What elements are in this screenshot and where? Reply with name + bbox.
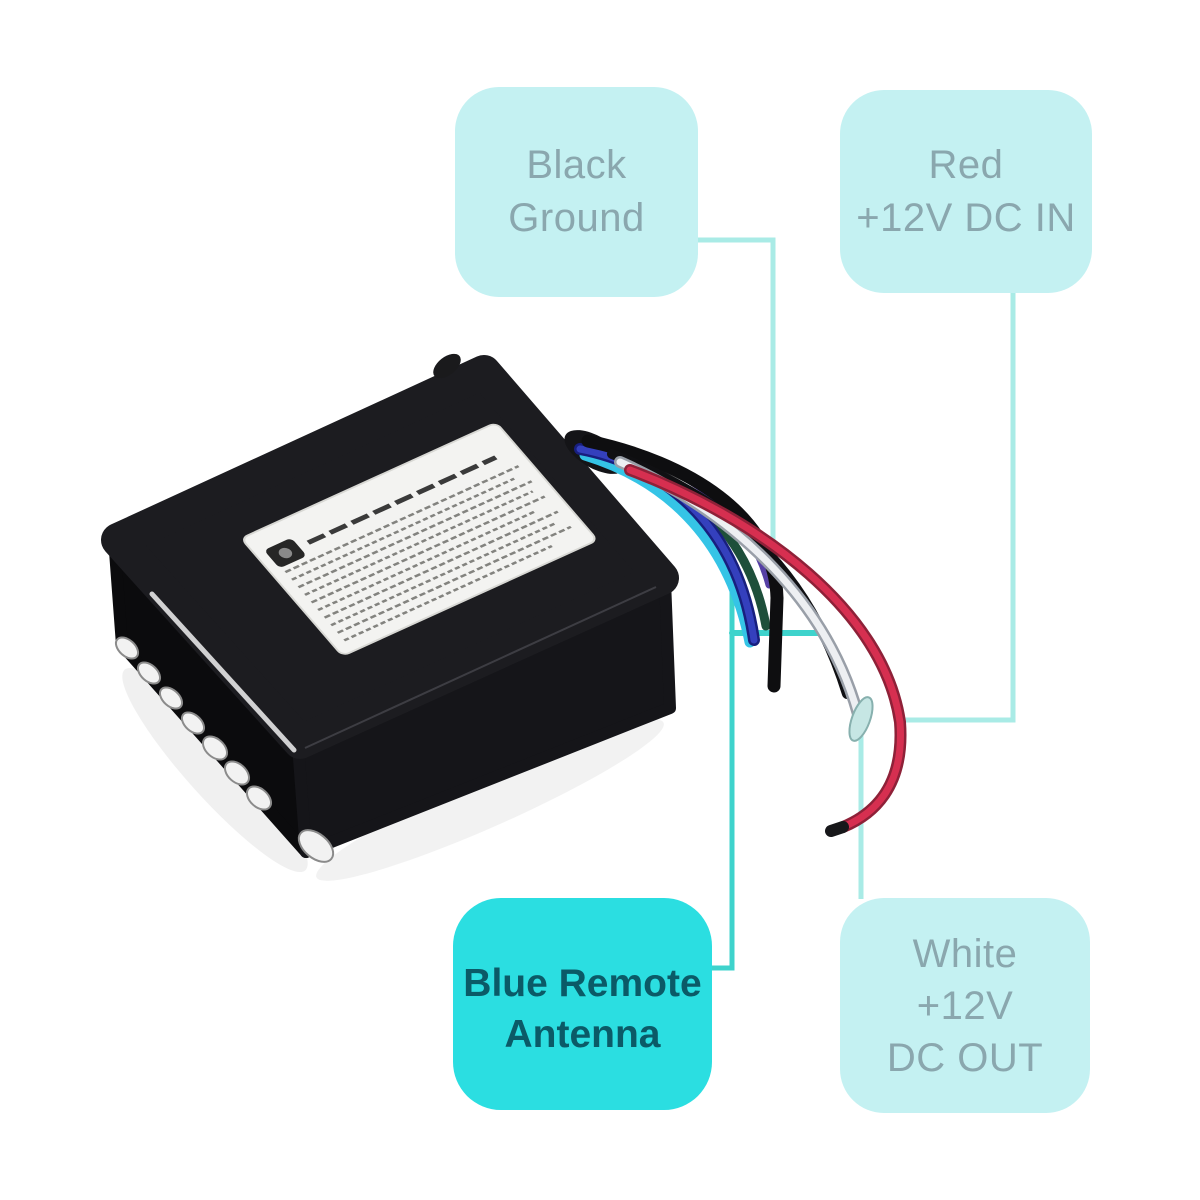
- sticker-heading-line: [306, 455, 498, 545]
- sticker-text-line: [284, 465, 520, 574]
- sticker-fine-print: [284, 465, 572, 642]
- wire-red-dc-in: [626, 466, 904, 831]
- wire-red-tip: [825, 821, 849, 837]
- sticker-text-line: [336, 525, 572, 634]
- terminal-pin: [201, 735, 229, 761]
- callout-blue-remote-antenna: Blue Remote Antenna: [453, 898, 712, 1110]
- sticker-text-line: [330, 521, 558, 627]
- callout-black-ground-line1: Black: [526, 143, 627, 187]
- callout-white-dc-out-line2: +12V: [916, 983, 1014, 1028]
- callout-white-dc-out-line1: White: [912, 931, 1018, 976]
- terminal-pin: [180, 711, 206, 735]
- terminal-strip: [114, 636, 335, 863]
- device-label-sticker: [243, 423, 596, 655]
- sticker-text-line: [343, 545, 553, 642]
- device-shadow-left: [122, 667, 308, 873]
- wire-black-ground: [581, 434, 784, 693]
- device-module: [101, 353, 679, 881]
- device-edge-highlight: [149, 591, 297, 753]
- terminal-pin: [136, 661, 162, 685]
- sticker-text-line: [323, 510, 559, 619]
- terminal-pin: [114, 636, 140, 660]
- wire-harness: [564, 430, 907, 837]
- callout-red-dc-in-line2: +12V DC IN: [856, 195, 1076, 240]
- sticker-text-line: [291, 477, 516, 581]
- device-shadow-right: [316, 719, 664, 881]
- terminal-corner-piece: [297, 829, 335, 863]
- connector-line-black-ground: [696, 237, 776, 616]
- device-seam: [304, 586, 657, 749]
- callout-red-dc-in: Red +12V DC IN: [840, 90, 1092, 293]
- wire-white-ferrule: [848, 696, 874, 742]
- sticker-logo-mark: [278, 547, 293, 559]
- callout-red-dc-in-line1: Red: [928, 142, 1004, 187]
- terminal-pin: [223, 760, 251, 786]
- connector-line-red-dc-in: [901, 292, 1016, 723]
- terminal-pin: [158, 686, 184, 710]
- terminal-pin: [245, 785, 273, 811]
- connector-line-blue-antenna: [712, 560, 735, 971]
- callout-white-dc-out-line3: DC OUT: [886, 1035, 1044, 1080]
- sticker-text-line: [304, 490, 534, 596]
- callout-black-ground-line2: Ground: [508, 196, 645, 240]
- callout-white-dc-out: White +12V DC OUT: [840, 898, 1090, 1113]
- sticker-text-line: [297, 480, 533, 589]
- wire-light-blue: [579, 449, 756, 648]
- device-nub: [433, 353, 461, 379]
- callout-blue-antenna-line2: Antenna: [504, 1013, 661, 1056]
- callout-black-ground: Black Ground: [455, 87, 698, 297]
- callout-blue-antenna-line1: Blue Remote: [463, 962, 702, 1005]
- sticker-text-line: [310, 495, 546, 604]
